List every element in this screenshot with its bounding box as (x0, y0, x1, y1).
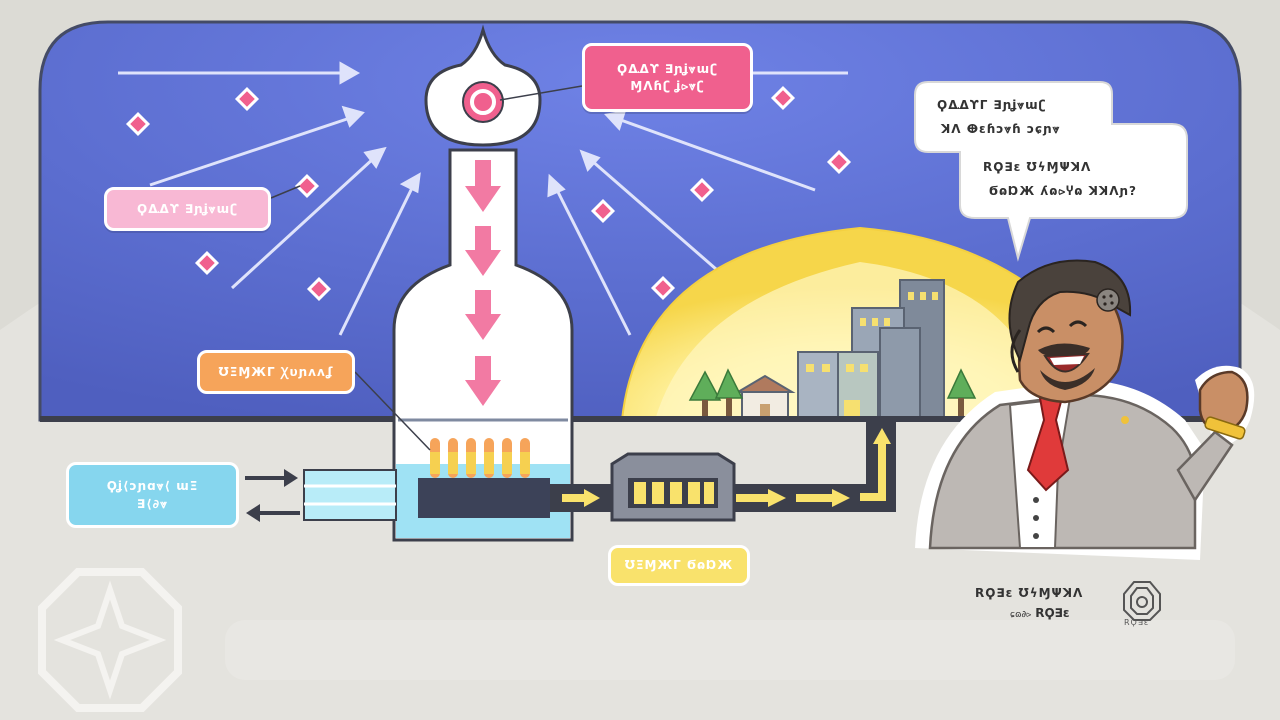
bulb-label-line2: ⱮΛɦʗ ʝ⪧⩔ʗ (630, 79, 705, 93)
output-conduit (550, 420, 896, 522)
output-label: ƱΞⱮЖΓ ϬɷⱰЖ (608, 545, 750, 586)
sparkles (125, 85, 852, 302)
brand-name: ꓣϘ∃ɛ ƱϟⱮΨꓘΛ (975, 586, 1084, 600)
leader-lines (270, 85, 583, 451)
coolant-pipe (245, 469, 397, 522)
speech-line-3: ꓣϘ∃ɛ ƱϟⱮΨꓘΛ (983, 160, 1092, 174)
light-arrows (118, 61, 848, 336)
watermark-band (225, 620, 1235, 680)
city-skyline (688, 279, 977, 419)
watermark-logo (38, 568, 182, 712)
presenter-character (915, 259, 1255, 560)
coolant-label-line1: Ϙʝ⟨ɔɲɑ⩔⟨ ɯΞ (106, 479, 199, 493)
brand-sub-large: ꓣϘ∃ɛ (1035, 606, 1070, 620)
brand-sub-small: ɕɷ∂⪧ (1010, 610, 1032, 620)
brand-logo (1123, 581, 1161, 621)
speech-text: ϘΔ꜡ΔϒΓ ∃ɲʝ⩔ɯʗ ꓘɅ ⴲɛɦɔ⩔ɦ ɔɕɲ⩔ ꓣϘ∃ɛ ƱϟⱮΨꓘΛ… (915, 82, 1187, 220)
heat-label: ƱΞⱮЖΓ Ꭓυɲʌʌʆ (197, 350, 355, 394)
coolant-label-line2: ∃⟨∂⩔ (137, 497, 168, 511)
bulb-label-line1: ϘΔ꜡Δϒ ∃ɲʝ⩔ɯʗ (617, 62, 718, 76)
speech-line-1: ϘΔ꜡ΔϒΓ ∃ɲʝ⩔ɯʗ (937, 98, 1047, 112)
speech-line-4: ϬɷⱰЖ ʎɷ⪧Ⴤɷ ꓘꓘΛɲ? (989, 184, 1138, 198)
energy-label: ϘΔ꜡Δϒ ∃ɲʝ⩔ɯʗ (104, 187, 271, 231)
ground-line (40, 416, 1240, 422)
reactor-chamber (396, 418, 570, 538)
coolant-label: Ϙʝ⟨ɔɲɑ⩔⟨ ɯΞ ∃⟨∂⩔ (66, 462, 239, 528)
brand-subtitle: ɕɷ∂⪧ꓣϘ∃ɛ (1010, 606, 1070, 620)
speech-bubble (914, 81, 1188, 262)
bulb-label: ϘΔ꜡Δϒ ∃ɲʝ⩔ɯʗ ⱮΛɦʗ ʝ⪧⩔ʗ (582, 43, 753, 112)
speech-line-2: ꓘɅ ⴲɛɦɔ⩔ɦ ɔɕɲ⩔ (941, 122, 1061, 136)
brand-logo-text: ꓣϘ∃ɛ (1124, 618, 1150, 627)
downward-arrows (465, 160, 501, 406)
